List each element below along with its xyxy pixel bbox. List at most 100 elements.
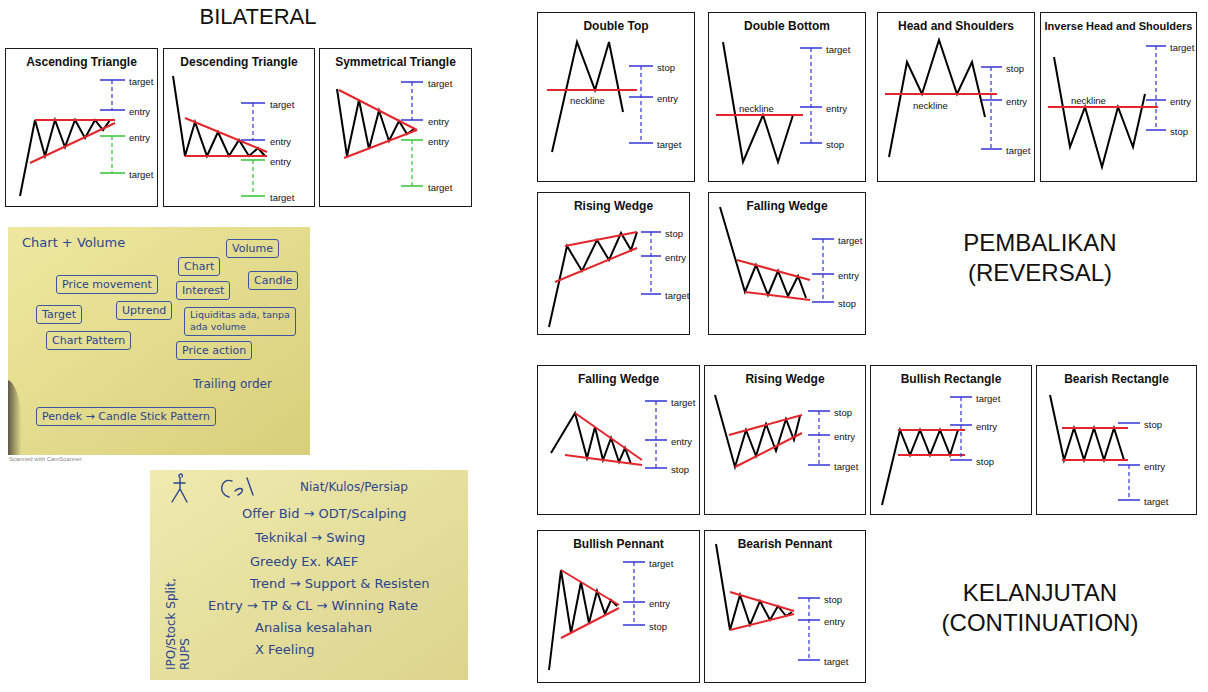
box-text: Volume	[232, 241, 273, 256]
level-label: target	[129, 169, 153, 180]
level-label: target	[270, 192, 294, 203]
trend-line	[730, 592, 794, 630]
level-label: target	[428, 182, 452, 193]
pattern-title: Head and Shoulders	[898, 19, 1014, 34]
level-label: neckline	[570, 95, 605, 106]
handwritten-note: Analisa kesalahan	[255, 620, 372, 636]
level-line	[100, 136, 125, 173]
sketch-box: Price movement	[56, 275, 158, 294]
level-dash	[650, 232, 651, 294]
level-label: stop	[649, 621, 667, 632]
level-label: entry	[665, 252, 686, 263]
bearish-pennant-chart	[716, 544, 820, 660]
pattern-title: Rising Wedge	[574, 199, 653, 214]
pattern-title: Falling Wedge	[746, 199, 827, 214]
level-line	[812, 239, 834, 302]
pattern-panel: Ascending Triangletargetentryentrytarget	[5, 48, 158, 207]
pattern-title: Bullish Pennant	[573, 537, 664, 552]
pattern-panel: Double Bottomtargetnecklineentrystop	[708, 12, 866, 182]
level-label: target	[428, 78, 452, 89]
handwritten-note: IPO/Stock Split, RUPS	[164, 550, 193, 670]
pattern-title: Symmetrical Triangle	[335, 55, 456, 70]
doodle	[222, 478, 253, 497]
box-text: Candle	[254, 273, 292, 288]
price-line	[723, 42, 793, 162]
trend-line	[885, 93, 997, 95]
level-dash	[411, 82, 412, 120]
price-line	[1054, 57, 1145, 167]
level-label: target	[270, 99, 294, 110]
pattern-panel: Head and Shouldersstopnecklineentrytarge…	[877, 12, 1035, 182]
pattern-title: Bearish Rectangle	[1064, 372, 1169, 387]
rising-wedge-chart	[715, 395, 830, 467]
level-dash	[633, 562, 634, 625]
level-line	[808, 411, 830, 465]
pattern-title: Bearish Pennant	[738, 537, 833, 552]
sketch-box: Liquiditas ada, tanpa ada volume	[184, 307, 296, 336]
level-label: neckline	[739, 103, 774, 114]
level-line	[401, 140, 423, 186]
sketch-box: Volume	[226, 239, 279, 258]
bullish-pennant-chart	[549, 562, 645, 670]
box-text: Pendek → Candle Stick Pattern	[42, 409, 210, 424]
pattern-title: Inverse Head and Shoulders	[1045, 19, 1193, 34]
level-label: target	[671, 397, 695, 408]
level-dash	[990, 67, 991, 149]
level-label: entry	[834, 431, 855, 442]
level-label: target	[649, 558, 673, 569]
level-label: target	[834, 461, 858, 472]
handwritten-note: Offer Bid → ODT/Scalping	[242, 506, 407, 522]
price-line	[552, 42, 623, 152]
level-label: target	[826, 44, 850, 55]
bullish-rectangle-chart	[882, 397, 972, 505]
watermark: Scanned with CamScanner	[9, 456, 129, 463]
handwritten-note: Niat/Kulos/Persiap	[300, 480, 408, 494]
level-label: entry	[270, 136, 291, 147]
art-shape	[8, 227, 310, 455]
level-dash	[818, 411, 819, 465]
sticky-note-photo	[8, 227, 468, 680]
level-label: entry	[649, 598, 670, 609]
level-label: target	[665, 290, 689, 301]
pattern-panel: Bullish Rectangletargetentrystop	[870, 365, 1032, 515]
level-dash	[655, 401, 656, 468]
handwritten-note: X Feeling	[255, 642, 315, 658]
level-label: entry	[428, 136, 449, 147]
section-label: KELANJUTAN (CONTINUATION)	[920, 578, 1160, 638]
box-text: Chart	[184, 259, 214, 274]
level-label: target	[1006, 145, 1030, 156]
sketch-box: Chart	[178, 257, 220, 276]
pattern-title: Rising Wedge	[745, 372, 824, 387]
double-bottom-chart	[716, 42, 822, 162]
level-dash	[252, 103, 253, 140]
pattern-panel: Bullish Pennant target entry stop	[537, 530, 700, 683]
price-line	[882, 430, 958, 505]
descending-triangle-chart	[173, 76, 267, 196]
doodle	[172, 474, 187, 502]
level-line	[981, 67, 1002, 149]
box-text: Target	[42, 307, 76, 322]
level-label: stop	[826, 139, 844, 150]
sticky-note: Chart + VolumeTrailing orderVolumeChartP…	[8, 227, 310, 455]
level-label: stop	[1144, 419, 1162, 430]
box-text: Price action	[182, 343, 246, 358]
level-line	[645, 401, 667, 468]
level-label: entry	[270, 156, 291, 167]
level-line	[401, 82, 423, 120]
trend-line	[565, 413, 642, 465]
level-label: entry	[1006, 96, 1027, 107]
level-label: target	[657, 139, 681, 150]
sketch-box: Candle	[248, 271, 298, 290]
level-label: target	[838, 235, 862, 246]
sketch-box: Uptrend	[116, 301, 172, 320]
handwritten-note: Teknikal → Swing	[255, 530, 365, 546]
trend-line	[547, 89, 637, 91]
trend-line	[898, 430, 965, 455]
price-line	[551, 413, 631, 464]
level-label: neckline	[913, 100, 948, 111]
level-dash	[960, 397, 961, 460]
handwritten-note: Entry → TP & CL → Winning Rate	[208, 598, 418, 614]
level-label: entry	[826, 103, 847, 114]
art-shape	[150, 470, 468, 680]
